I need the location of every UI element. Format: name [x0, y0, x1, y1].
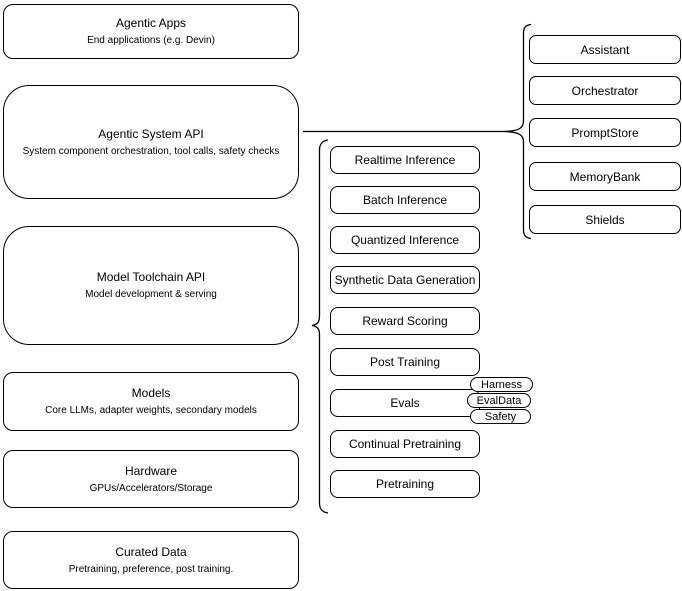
component-box-orchestrator: Orchestrator [529, 76, 681, 105]
service-box-pretraining: Pretraining [330, 470, 480, 498]
component-label: MemoryBank [569, 169, 641, 184]
eval-tag-label: EvalData [476, 394, 522, 407]
layer-title: Model Toolchain API [96, 270, 206, 284]
layer-subtitle: System component orchestration, tool cal… [22, 145, 280, 157]
service-box-reward-scoring: Reward Scoring [330, 307, 480, 335]
service-label: Post Training [369, 355, 441, 369]
eval-tag-evaldata: EvalData [467, 393, 531, 408]
service-label: Batch Inference [362, 193, 448, 207]
component-label: Shields [585, 212, 625, 227]
layer-subtitle: Model development & serving [85, 289, 217, 300]
layer-box-agentic-apps: Agentic Apps End applications (e.g. Devi… [3, 4, 299, 59]
layer-title: Agentic System API [98, 126, 204, 141]
service-box-evals: Evals [330, 389, 480, 417]
service-box-batch-inference: Batch Inference [330, 186, 480, 214]
component-label: PromptStore [571, 125, 639, 140]
layer-subtitle: Pretraining, preference, post training. [68, 563, 234, 575]
service-label: Evals [390, 396, 420, 410]
service-box-quantized-inference: Quantized Inference [330, 226, 480, 254]
layer-box-curated-data: Curated Data Pretraining, preference, po… [3, 531, 299, 589]
eval-tag-harness: Harness [470, 377, 533, 392]
component-box-shields: Shields [529, 205, 681, 234]
component-label: Orchestrator [571, 83, 639, 98]
layer-box-models: Models Core LLMs, adapter weights, secon… [3, 372, 299, 431]
service-label: Pretraining [375, 477, 435, 491]
eval-tag-safety: Safety [470, 409, 531, 424]
service-box-synthetic-data-generation: Synthetic Data Generation [330, 266, 480, 294]
layer-box-model-toolchain-api: Model Toolchain API Model development & … [3, 226, 299, 345]
layer-title: Curated Data [115, 544, 187, 559]
service-label: Quantized Inference [350, 233, 460, 247]
layer-box-agentic-system-api: Agentic System API System component orch… [3, 85, 299, 199]
eval-tag-label: Safety [484, 410, 517, 423]
service-label: Continual Pretraining [348, 437, 462, 451]
component-box-promptstore: PromptStore [529, 118, 681, 147]
layer-title: Models [131, 386, 171, 400]
layer-subtitle: End applications (e.g. Devin) [87, 35, 215, 46]
service-box-realtime-inference: Realtime Inference [330, 146, 480, 174]
layer-subtitle: GPUs/Accelerators/Storage [89, 482, 213, 494]
component-box-memorybank: MemoryBank [529, 162, 681, 191]
component-label: Assistant [580, 42, 630, 57]
component-box-assistant: Assistant [529, 35, 681, 64]
service-label: Synthetic Data Generation [334, 273, 476, 287]
eval-tag-label: Harness [481, 378, 522, 391]
toolchain-curly-brace [311, 139, 329, 514]
components-curly-brace [503, 23, 532, 240]
layer-subtitle: Core LLMs, adapter weights, secondary mo… [45, 405, 257, 416]
service-box-post-training: Post Training [330, 348, 480, 376]
service-box-continual-pretraining: Continual Pretraining [330, 430, 480, 458]
layer-title: Hardware [124, 463, 178, 478]
layer-box-hardware: Hardware GPUs/Accelerators/Storage [3, 450, 299, 508]
layer-title: Agentic Apps [115, 16, 187, 30]
service-label: Reward Scoring [362, 314, 448, 328]
service-label: Realtime Inference [354, 153, 456, 167]
